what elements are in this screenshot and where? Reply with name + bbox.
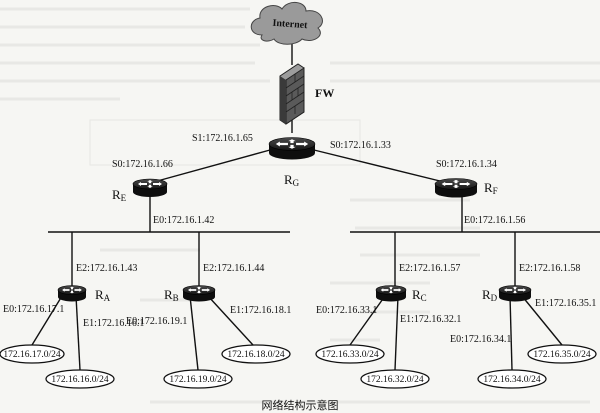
subnet-n16-label: 172.16.16.0/24: [51, 375, 109, 385]
link-ra-e0: [31, 295, 63, 346]
subnet-n17-label: 172.16.17.0/24: [3, 350, 61, 360]
router-rc-label: RC: [412, 287, 427, 303]
rd-e1-label: E1:172.16.35.1: [535, 298, 596, 309]
rb-e2-label: E2:172.16.1.44: [203, 263, 264, 274]
rc-e2-label: E2:172.16.1.57: [399, 263, 460, 274]
link-rc-e0: [349, 295, 386, 346]
internet-label: Internet: [272, 18, 308, 31]
router-rc-icon: [375, 285, 407, 302]
firewall-label: FW: [315, 86, 334, 100]
internet-cloud: Internet: [250, 2, 323, 45]
link-rb-e1: [207, 295, 254, 346]
router-rg-label: RG: [284, 172, 300, 188]
link-rb-e0: [189, 295, 199, 371]
router-rd-label: RD: [482, 287, 498, 303]
connections: [31, 40, 600, 371]
re-s0-label: S0:172.16.1.66: [112, 159, 173, 170]
rd-e2-label: E2:172.16.1.58: [519, 263, 580, 274]
link-rg-rf: [313, 149, 449, 184]
subnet-n18-label: 172.16.18.0/24: [227, 350, 285, 360]
link-rc-e1: [394, 295, 399, 371]
router-rf-icon: [434, 178, 478, 198]
subnet-n32: 172.16.32.0/24: [360, 369, 430, 389]
subnet-n34-label: 172.16.34.0/24: [483, 375, 541, 385]
subnet-n17: 172.16.17.0/24: [0, 344, 65, 364]
subnet-n33-label: 172.16.33.0/24: [321, 350, 379, 360]
router-rd-icon: [498, 285, 532, 302]
router-rf-label: RF: [484, 180, 498, 196]
subnet-n19: 172.16.19.0/24: [163, 369, 233, 389]
subnet-n32-label: 172.16.32.0/24: [366, 375, 424, 385]
subnet-n34: 172.16.34.0/24: [477, 369, 547, 389]
router-ra-icon: [57, 285, 87, 302]
router-rg-icon: [268, 137, 316, 160]
subnet-n33: 172.16.33.0/24: [315, 344, 385, 364]
subnet-n19-label: 172.16.19.0/24: [169, 375, 227, 385]
subnet-n35-label: 172.16.35.0/24: [533, 350, 591, 360]
ra-e2-label: E2:172.16.1.43: [76, 263, 137, 274]
link-rg-re: [149, 149, 271, 184]
subnet-n18: 172.16.18.0/24: [221, 344, 291, 364]
router-ra-label: RA: [95, 287, 111, 303]
rd-e0-label: E0:172.16.34.1: [450, 334, 511, 345]
diagram-caption: 网络结构示意图: [262, 398, 339, 412]
ra-e1-label: E1:172.16.16.1: [83, 318, 144, 329]
rf-s0-label: S0:172.16.1.34: [436, 159, 497, 170]
rf-e0-label: E0:172.16.1.56: [464, 215, 525, 226]
router-re-icon: [132, 178, 168, 197]
router-re-label: RE: [112, 187, 127, 203]
re-e0-label: E0:172.16.1.42: [153, 215, 214, 226]
firewall-icon: [279, 63, 305, 125]
rb-e1-label: E1:172.16.18.1: [230, 305, 291, 316]
subnet-n16: 172.16.16.0/24: [45, 369, 115, 389]
subnet-n35: 172.16.35.0/24: [527, 344, 597, 364]
link-rd-e1: [521, 295, 563, 346]
link-ra-e1: [75, 295, 81, 371]
rc-e1-label: E1:172.16.32.1: [400, 314, 461, 325]
router-rb-icon: [182, 285, 216, 302]
rg-s1-label: S1:172.16.1.65: [192, 133, 253, 144]
router-rb-label: RB: [164, 287, 179, 303]
rg-s0-label: S0:172.16.1.33: [330, 140, 391, 151]
ra-e0-label: E0:172.16.17.1: [3, 304, 64, 315]
rb-e0-label: E0:172.16.19.1: [126, 316, 187, 327]
rc-e0-label: E0:172.16.33.1: [316, 305, 377, 316]
link-rd-e0: [509, 295, 513, 371]
